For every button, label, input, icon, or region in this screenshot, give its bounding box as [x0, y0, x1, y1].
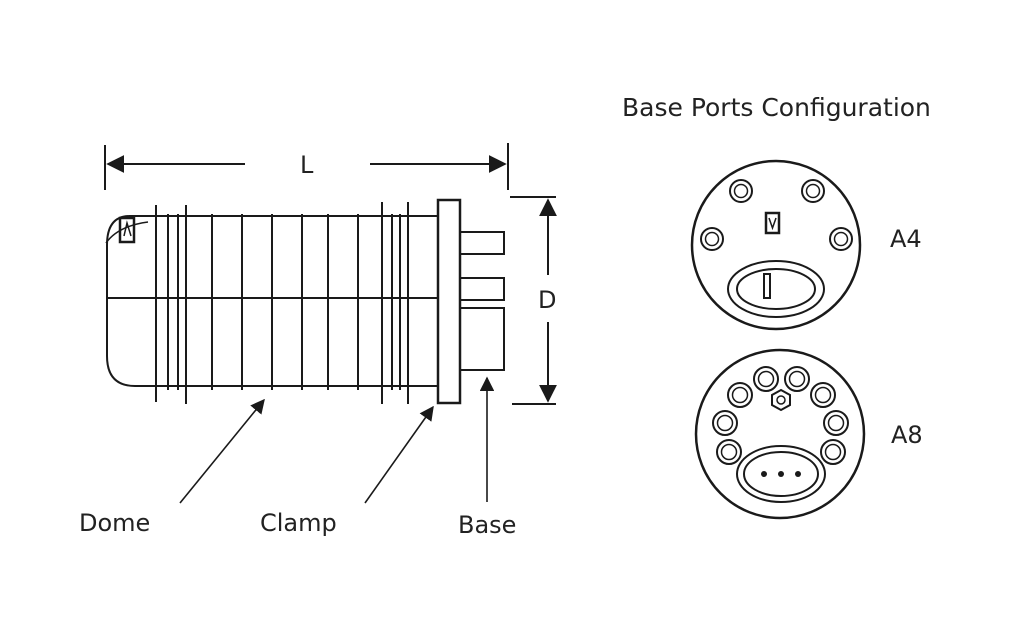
dome-label: Dome	[79, 509, 151, 537]
a4-port	[729, 179, 753, 203]
a8-port	[820, 439, 846, 465]
a4-port	[829, 227, 853, 251]
base-port-stub	[459, 307, 505, 371]
a4-label: A4	[890, 225, 922, 253]
a8-port	[784, 366, 810, 392]
config-title: Base Ports Configuration	[622, 93, 931, 122]
base-plate	[436, 198, 505, 405]
a8-valve-icon	[771, 388, 791, 412]
a4-valve-icon	[764, 211, 781, 235]
a8-oval-port	[736, 445, 826, 503]
base-port-stub	[459, 277, 505, 301]
a4-port	[700, 227, 724, 251]
leader-arrows	[179, 376, 495, 504]
base-label: Base	[458, 511, 517, 539]
length-dimension	[104, 143, 509, 190]
a8-port	[712, 410, 738, 436]
a8-port	[823, 410, 849, 436]
clamp-label: Clamp	[260, 509, 337, 537]
clamp-rings	[155, 202, 409, 404]
a4-oval-port	[727, 260, 825, 318]
a8-label: A8	[891, 421, 923, 449]
a4-port	[801, 179, 825, 203]
a8-port	[810, 382, 836, 408]
a8-port	[727, 382, 753, 408]
base-port-stub	[459, 231, 505, 255]
length-label: L	[300, 151, 314, 179]
a8-port	[716, 439, 742, 465]
a4-configuration	[690, 159, 862, 331]
diameter-label: D	[538, 286, 557, 314]
a8-configuration	[694, 348, 866, 520]
a8-port	[753, 366, 779, 392]
diameter-dimension	[510, 196, 557, 405]
